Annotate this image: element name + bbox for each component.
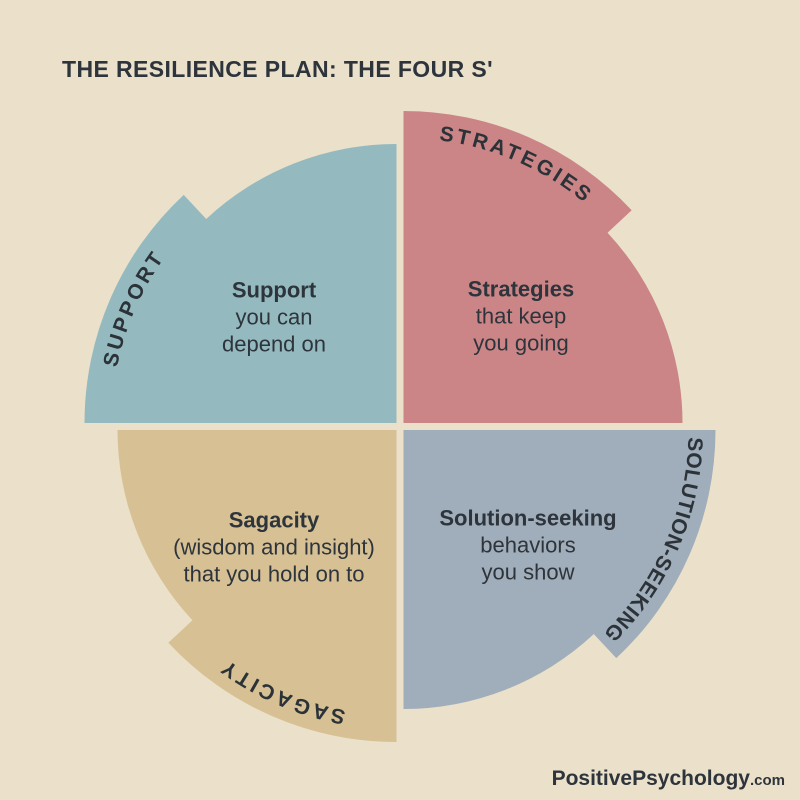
- support-line2: you can: [235, 304, 313, 330]
- brand-tld: .com: [749, 772, 785, 789]
- page-title: THE RESILIENCE PLAN: THE FOUR S': [62, 56, 494, 82]
- strategies-heading: Strategies: [467, 276, 575, 302]
- sagacity-quadrant-text: Sagacity (wisdom and insight) that you h…: [173, 507, 375, 588]
- sagacity-sector: [117, 430, 397, 742]
- solution-seeking-line2: behaviors: [480, 532, 576, 558]
- sagacity-heading: Sagacity: [228, 507, 320, 533]
- strategies-line3: you going: [473, 330, 569, 356]
- sagacity-line3: that you hold on to: [183, 561, 365, 587]
- strategies-line2: that keep: [475, 303, 567, 329]
- solution-seeking-sector: [403, 430, 716, 709]
- brand-watermark: PositivePsychology.com: [552, 767, 785, 791]
- strategies-sector: [403, 111, 683, 423]
- support-line3: depend on: [222, 331, 326, 357]
- solution-seeking-heading: Solution-seeking: [439, 505, 617, 531]
- support-quadrant-text: Support you can depend on: [222, 277, 326, 358]
- support-heading: Support: [231, 277, 317, 303]
- brand-name: PositivePsychology: [551, 767, 750, 790]
- support-sector: [84, 143, 397, 423]
- strategies-quadrant-text: Strategies that keep you going: [468, 276, 574, 357]
- solution-seeking-line3: you show: [481, 559, 575, 585]
- sagacity-line2: (wisdom and insight): [173, 534, 375, 560]
- solution-seeking-quadrant-text: Solution-seeking behaviors you show: [439, 505, 616, 586]
